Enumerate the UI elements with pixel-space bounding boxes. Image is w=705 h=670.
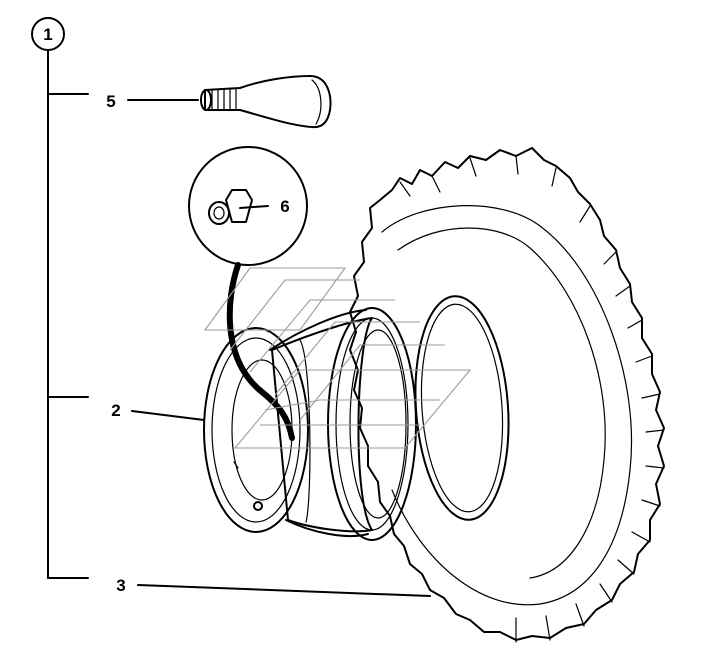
callout-3-label: 3 xyxy=(116,576,125,595)
callout-1-label: 1 xyxy=(43,25,52,44)
detail-leader-curve xyxy=(226,262,295,441)
callout-5: 5 xyxy=(106,92,199,111)
callout-2-label: 2 xyxy=(111,401,120,420)
callout-3: 3 xyxy=(116,576,431,597)
callout-2: 2 xyxy=(111,401,205,421)
callout-1: 1 xyxy=(31,17,65,51)
callout-5-label: 5 xyxy=(106,92,115,111)
wheel-nut-detail-bubble: 6 xyxy=(188,146,308,266)
wheel-rim-part-2 xyxy=(203,307,417,541)
watermark-logo xyxy=(203,267,472,449)
hex-nut-icon xyxy=(225,189,253,223)
callout-1-circle xyxy=(31,17,65,51)
callout-6-label: 6 xyxy=(280,197,289,216)
assembly-bracket xyxy=(47,49,89,579)
tire-part-3 xyxy=(349,147,665,643)
valve-hole-icon xyxy=(253,501,263,511)
valve-stem-part-5 xyxy=(200,75,332,129)
